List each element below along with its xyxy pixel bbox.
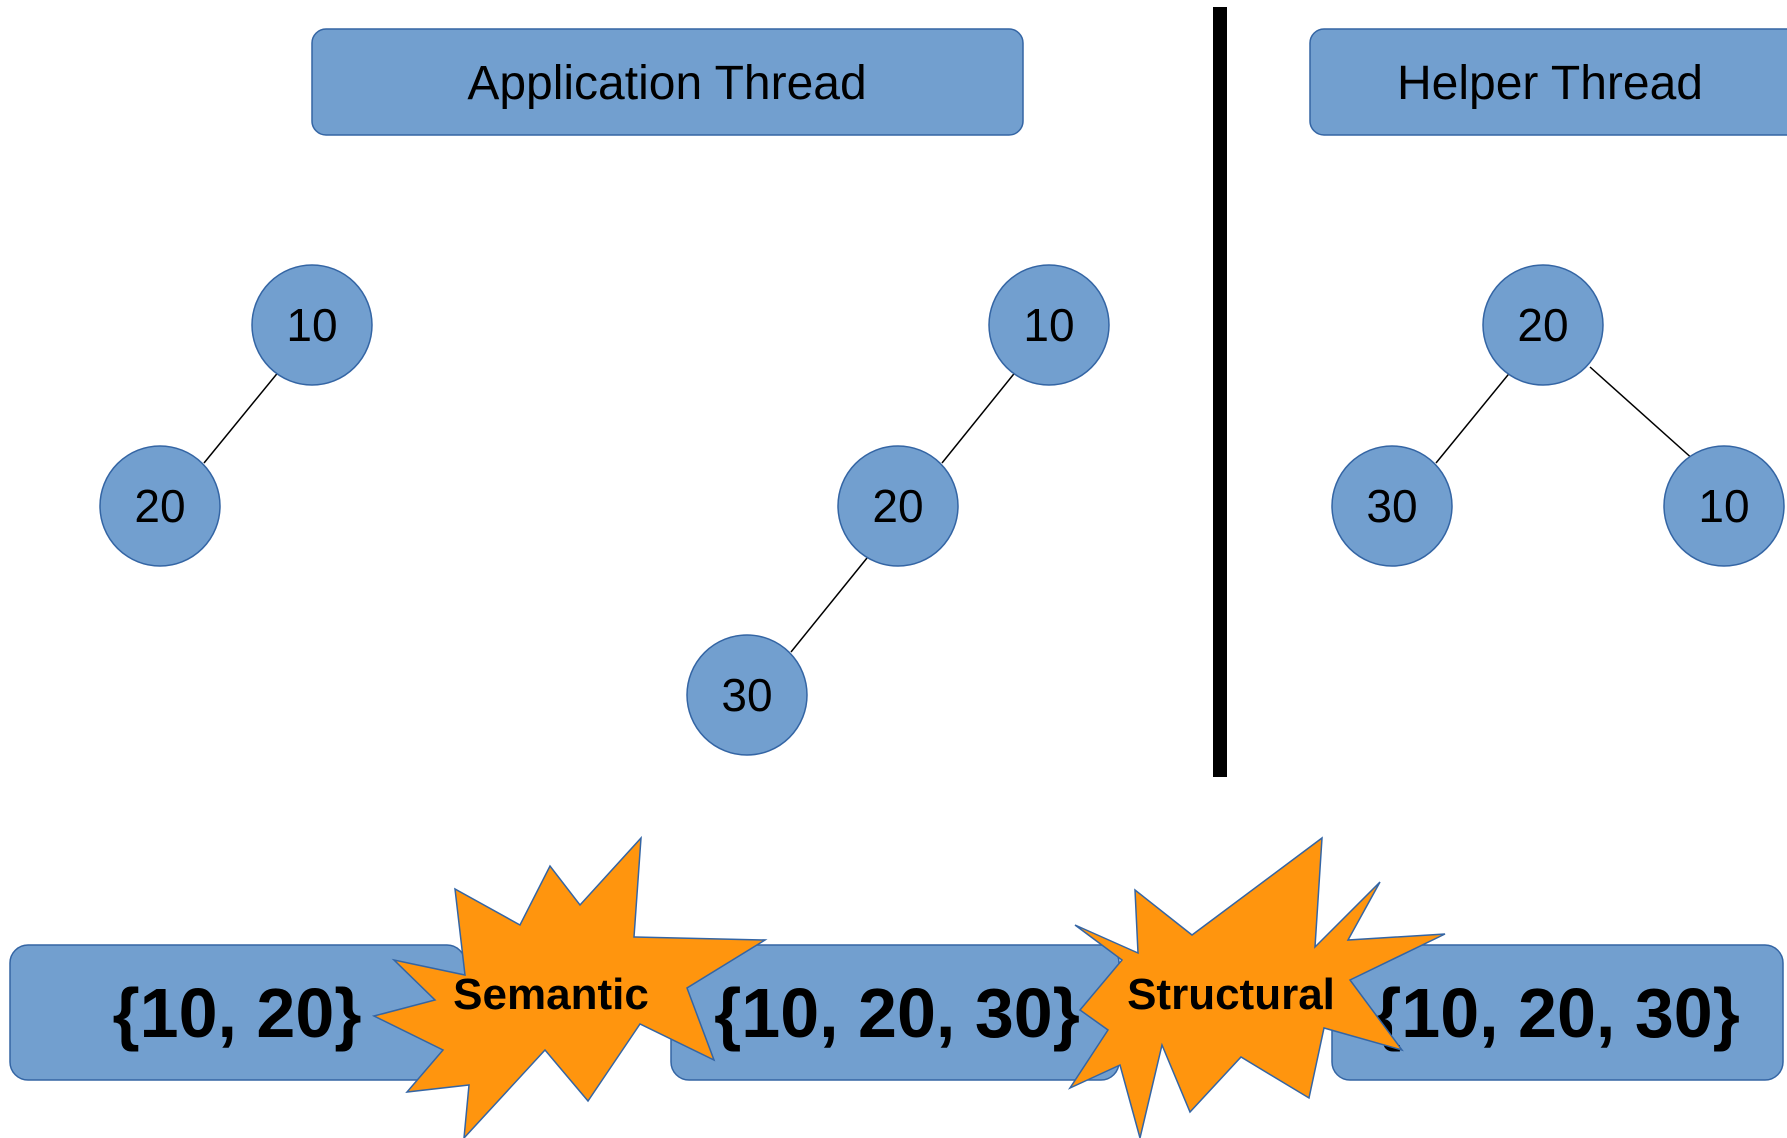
tree-edge [1589,366,1696,462]
burst-shape [371,835,768,1138]
tree-edge [1435,369,1513,464]
tree-node-label: 10 [286,299,337,351]
tree-3: 20 30 10 [1331,264,1785,567]
tree-node-label: 20 [134,480,185,532]
burst-shape [1067,836,1446,1138]
application-thread-header: Application Thread [311,28,1024,136]
tree-node: 10 [1663,445,1785,567]
tree-node: 20 [99,445,221,567]
tree-edge [941,369,1018,464]
semantic-burst: Semantic [371,835,768,1138]
structural-burst: Structural [1067,836,1446,1138]
tree-node: 20 [1482,264,1604,386]
set-box-1: {10, 20} [9,944,466,1081]
tree-edge [790,557,868,653]
tree-1: 10 20 [99,264,373,567]
thread-divider [1213,7,1227,777]
application-thread-label: Application Thread [467,57,866,110]
set-label: {10, 20} [112,974,361,1052]
tree-node-label: 20 [872,480,923,532]
set-label: {10, 20, 30} [714,974,1080,1052]
tree-node: 30 [1331,445,1453,567]
tree-edge [203,369,281,464]
tree-node-label: 20 [1517,299,1568,351]
set-label: {10, 20, 30} [1374,974,1740,1052]
tree-node: 10 [251,264,373,386]
burst-label: Semantic [453,970,649,1019]
tree-node: 30 [686,634,808,756]
tree-node-label: 30 [1366,480,1417,532]
helper-thread-header: Helper Thread [1309,28,1787,136]
tree-node: 20 [837,445,959,567]
tree-node-label: 10 [1023,299,1074,351]
set-box-3: {10, 20, 30} [1331,944,1784,1081]
burst-label: Structural [1127,970,1335,1019]
tree-2: 10 20 30 [686,264,1110,756]
tree-node-label: 30 [721,669,772,721]
tree-node-label: 10 [1698,480,1749,532]
helper-thread-label: Helper Thread [1397,57,1703,110]
set-box-2: {10, 20, 30} [670,944,1120,1081]
tree-node: 10 [988,264,1110,386]
